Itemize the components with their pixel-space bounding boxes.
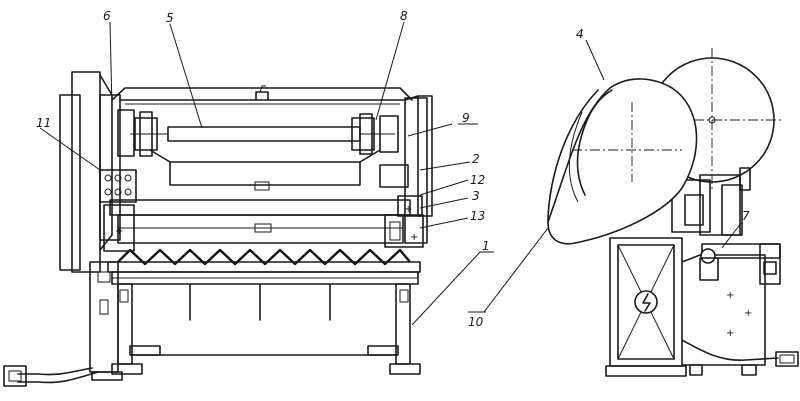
right-housing <box>404 95 433 244</box>
table-with-sheet <box>107 248 421 285</box>
support-legs <box>111 283 421 375</box>
callout-2: 2 <box>472 152 480 166</box>
side-table <box>699 243 781 285</box>
upper-ram <box>149 149 381 191</box>
svg-text:+: + <box>726 328 734 339</box>
callout-5: 5 <box>166 11 174 25</box>
callout-6: 6 <box>103 9 111 23</box>
svg-text:+: + <box>726 290 734 301</box>
side-base-box: + + + <box>681 254 766 376</box>
front-view: + + + <box>3 71 433 387</box>
callout-3: 3 <box>472 189 480 203</box>
callout-13: 13 <box>470 209 485 223</box>
left-housing <box>59 71 121 273</box>
side-view: + + + <box>547 48 799 377</box>
foot-pedal <box>3 365 27 387</box>
svg-text:+: + <box>115 226 123 237</box>
callout-1: 1 <box>482 239 490 253</box>
side-cable <box>681 339 799 367</box>
motor-column <box>17 261 123 384</box>
callout-11: 11 <box>36 116 51 130</box>
callout-4: 4 <box>576 27 584 41</box>
control-panel: + <box>99 169 137 252</box>
callout-8: 8 <box>400 9 408 23</box>
svg-text:+: + <box>744 308 752 319</box>
lower-beam <box>109 199 411 244</box>
callout-10: 10 <box>468 315 484 329</box>
top-beam <box>111 85 413 105</box>
callout-leaders <box>39 21 743 326</box>
svg-text:+: + <box>410 232 418 243</box>
callout-7: 7 <box>742 209 750 223</box>
svg-text:+: + <box>404 204 412 215</box>
guard-cover <box>547 78 698 245</box>
callout-9: 9 <box>462 111 470 125</box>
side-cabinet <box>605 237 687 377</box>
right-side-blocks: + + <box>379 164 424 248</box>
main-shaft <box>117 109 399 157</box>
callout-12: 12 <box>470 173 485 187</box>
